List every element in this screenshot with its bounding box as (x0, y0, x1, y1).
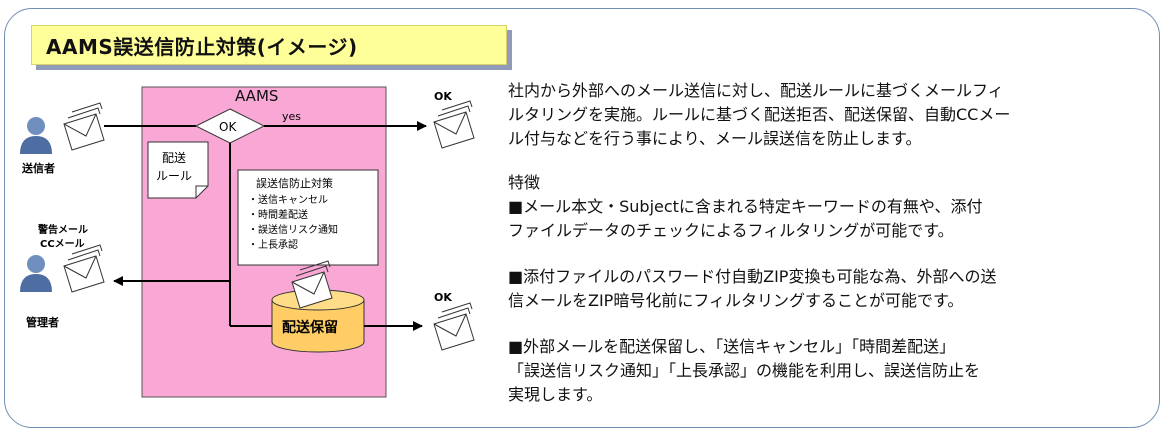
feature-3-line-3: 実現します。 (508, 385, 603, 404)
measures-heading: 誤送信防止対策 (256, 176, 333, 190)
hold-label: 配送保留 (282, 319, 338, 336)
feature-2-line-1: ■添付ファイルのパスワード付自動ZIP変換も可能な為、外部への送 (508, 267, 997, 286)
description: 社内から外部へのメール送信に対し、配送ルールに基づくメールフィ ルタリングを実施… (508, 79, 1158, 151)
alert-label-1: 警告メール (37, 223, 88, 236)
description-line-1: 社内から外部へのメール送信に対し、配送ルールに基づくメールフィ (508, 81, 1004, 100)
aams-label: AAMS (235, 87, 278, 105)
measures-box (237, 169, 379, 266)
ok-label-bottom: OK (434, 291, 452, 304)
description-line-3: ル付与などを行う事により、メール誤送信を防止します。 (508, 129, 922, 148)
rule-note-line2: ルール (156, 169, 192, 183)
sender-person-icon (20, 117, 52, 154)
admin-label: 管理者 (26, 315, 59, 329)
outgoing-mail-icon-top (433, 100, 475, 149)
sender-mail-icon (63, 102, 105, 151)
yes-label: yes (282, 110, 301, 123)
feature-1-line-2: ファイルデータのチェックによるフィルタリングが可能です。 (508, 221, 954, 240)
measure-risk-notice: ・誤送信リスク通知 (248, 223, 338, 236)
admin-person-icon (20, 255, 52, 292)
delivery-rule-note (147, 141, 209, 199)
title-banner: AAMS誤送信防止対策(イメージ) (31, 25, 507, 65)
feature-2-line-2: 信メールをZIP暗号化前にフィルタリングすることが可能です。 (508, 291, 964, 310)
measure-send-cancel: ・送信キャンセル (248, 193, 328, 206)
features-heading: 特徴 (508, 173, 541, 192)
ok-label-top: OK (434, 90, 452, 103)
page-title: AAMS誤送信防止対策(イメージ) (46, 34, 358, 59)
measure-delayed-delivery: ・時間差配送 (248, 208, 308, 221)
alert-label-2: CCメール (40, 238, 85, 250)
delivery-hold-cylinder (271, 289, 365, 353)
sender-label: 送信者 (21, 161, 55, 175)
rule-note-line1: 配送 (162, 150, 186, 165)
feature-3-line-2: 「誤送信リスク通知」「上長承認」の機能を利用し、誤送信防止を (508, 361, 981, 380)
filtering-diagram: AAMS 送信者 OK yes OK 配送 ルール 誤送信防止対策 ・送信キャン… (20, 86, 475, 398)
outgoing-mail-icon-bottom (433, 302, 475, 351)
decision-label: OK (219, 120, 237, 134)
alert-mail-icon (63, 244, 105, 293)
measure-supervisor-approval: ・上長承認 (248, 238, 298, 251)
description-line-2: ルタリングを実施。ルールに基づく配送拒否、配送保留、自動CCメー (508, 105, 1011, 124)
feature-3-line-1: ■外部メールを配送保留し、「送信キャンセル」「時間差配送」 (508, 337, 956, 356)
feature-1-line-1: ■メール本文・Subjectに含まれる特定キーワードの有無や、添付 (508, 197, 983, 216)
features-section: 特徴 ■メール本文・Subjectに含まれる特定キーワードの有無や、添付 ファイ… (508, 171, 1158, 407)
